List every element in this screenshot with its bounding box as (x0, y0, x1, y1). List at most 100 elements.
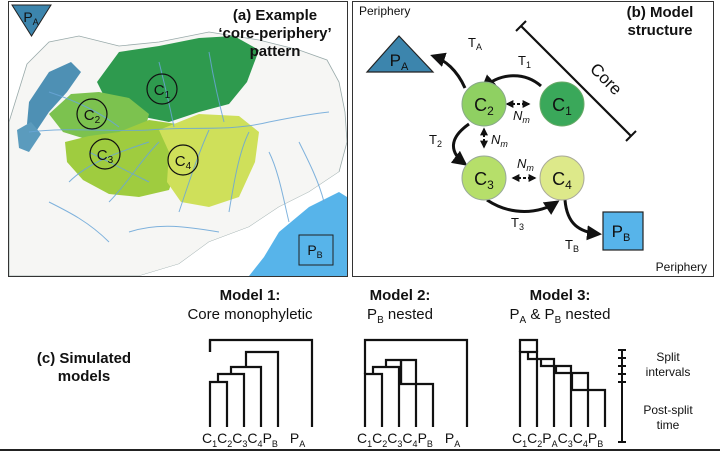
arrow-c2-to-pa (430, 52, 467, 89)
model-1-title: Model 1: (219, 287, 281, 304)
model-2-header: Model 2: PB nested (345, 286, 455, 330)
panel-a-title-line-1: (a) Example (232, 7, 318, 24)
svg-text:PB: PB (612, 222, 631, 244)
migration-label-c2-c1: Nm (513, 108, 530, 125)
split-intervals-line-2: intervals (645, 365, 691, 379)
region-c1-marker: C1 (146, 73, 178, 105)
panel-a-title: (a) Example ‘core-periphery’ pattern (205, 7, 345, 61)
time-label-t3: T3 (511, 215, 524, 232)
panel-c-label-line-1: (c) Simulated (36, 350, 132, 367)
andes-periphery-region (27, 62, 81, 130)
panel-b-title: (b) Model structure (605, 4, 715, 40)
svg-text:C4: C4 (175, 153, 192, 172)
tip-label: PA (289, 430, 306, 449)
panel-c-label-line-2: models (57, 368, 111, 385)
tip-label: C2 (527, 430, 543, 449)
model-2-tip-labels: C1C2C3C4PB PA (357, 430, 460, 449)
periphery-top-label: Periphery (359, 4, 411, 18)
migration-label-c2-c3: Nm (491, 132, 508, 149)
periphery-b-square: PB (298, 234, 334, 266)
model-3-tip-labels: C1C2PAC3C4PB (512, 430, 603, 449)
node-pa-triangle: PA (365, 35, 435, 73)
model-3-subtitle: PA & PB nested (509, 306, 611, 326)
svg-text:PA: PA (390, 51, 409, 73)
time-label-ta: TA (468, 35, 482, 52)
svg-text:C1: C1 (552, 95, 572, 118)
svg-text:C3: C3 (97, 147, 114, 166)
node-c3: C3 (461, 155, 507, 201)
panel-a-title-line-3: pattern (249, 43, 301, 60)
tip-label: PB (587, 430, 604, 449)
model-1-tree (208, 338, 314, 427)
region-c4-marker: C4 (167, 144, 199, 176)
rivers (28, 51, 330, 243)
time-scale-bracket (618, 349, 626, 443)
node-c4: C4 (539, 155, 585, 201)
svg-text:C2: C2 (84, 107, 101, 126)
tip-label: PA (444, 430, 461, 449)
time-label-tb: TB (565, 237, 579, 254)
panel-a-title-line-2: ‘core-periphery’ (218, 25, 332, 42)
split-intervals-line-1: Split (656, 350, 680, 364)
andes-periphery-region-2 (17, 122, 41, 152)
panel-a-map: C1 C2 C3 C4 PA PB (a) Example ‘core-peri… (8, 1, 348, 277)
tip-label: C1 (512, 430, 528, 449)
tip-label: C2 (217, 430, 233, 449)
region-c3-area (65, 120, 179, 197)
tip-label: C3 (387, 430, 403, 449)
model-1-header: Model 1: Core monophyletic (180, 286, 320, 324)
core-label: Core (586, 59, 625, 98)
post-split-line-2: time (656, 418, 680, 432)
tip-label: C2 (372, 430, 388, 449)
tip-label: C4 (572, 430, 588, 449)
model-2-title: Model 2: (369, 287, 431, 304)
tip-label: C4 (402, 430, 418, 449)
region-c3-marker: C3 (89, 138, 121, 170)
post-split-time-label: Post-split time (630, 403, 706, 433)
node-pb-square: PB (602, 211, 644, 251)
svg-text:C3: C3 (474, 169, 494, 192)
model-structure-svg: Core Nm Nm Nm TA T1 T2 T3 TB C1 C2 (365, 20, 644, 254)
arrow-c4-to-pb (563, 199, 602, 241)
core-bracket (515, 20, 637, 142)
model-1-tip-labels: C1C2C3C4PB PA (202, 430, 305, 449)
node-c2: C2 (461, 81, 507, 127)
migration-label-c3-c4: Nm (517, 156, 534, 173)
model-3-tree (518, 338, 607, 427)
panel-b-title-line-2: structure (627, 22, 693, 39)
region-c2-marker: C2 (76, 98, 108, 130)
periphery-bottom-label: Periphery (655, 260, 707, 274)
tip-label: PA (542, 430, 558, 449)
panel-c-label: (c) Simulated models (14, 350, 154, 386)
tip-label: C1 (357, 430, 373, 449)
svg-text:PA: PA (23, 9, 38, 27)
node-c1: C1 (539, 81, 585, 127)
time-label-t1: T1 (518, 53, 531, 70)
tip-label: C4 (247, 430, 263, 449)
split-intervals-label: Split intervals (630, 350, 706, 380)
periphery-a-triangle: PA (11, 4, 52, 37)
model-1-subtitle: Core monophyletic (187, 306, 313, 323)
tip-label: PB (262, 430, 278, 449)
post-split-line-1: Post-split (643, 403, 693, 417)
svg-text:PB: PB (307, 242, 322, 260)
bottom-divider (0, 449, 720, 451)
model-2-tree (363, 338, 469, 427)
tip-label: C3 (232, 430, 248, 449)
panel-b-model-structure: Core Nm Nm Nm TA T1 T2 T3 TB C1 C2 (352, 1, 714, 277)
tip-label: C3 (557, 430, 573, 449)
model-2-subtitle: PB nested (367, 306, 433, 326)
tip-label: C1 (202, 430, 218, 449)
panel-b-title-line-1: (b) Model (626, 4, 694, 21)
model-3-title: Model 3: (529, 287, 591, 304)
tip-label: PB (417, 430, 433, 449)
arrow-c2-to-c3 (450, 122, 470, 166)
svg-text:C1: C1 (154, 82, 171, 101)
model-trees-svg (208, 338, 626, 443)
svg-text:C2: C2 (474, 95, 494, 118)
time-label-t2: T2 (429, 132, 442, 149)
svg-text:C4: C4 (552, 169, 572, 192)
model-3-header: Model 3: PA & PB nested (490, 286, 630, 330)
arrow-c3-to-c4 (486, 198, 560, 215)
map-svg: C1 C2 C3 C4 PA PB (9, 4, 347, 276)
